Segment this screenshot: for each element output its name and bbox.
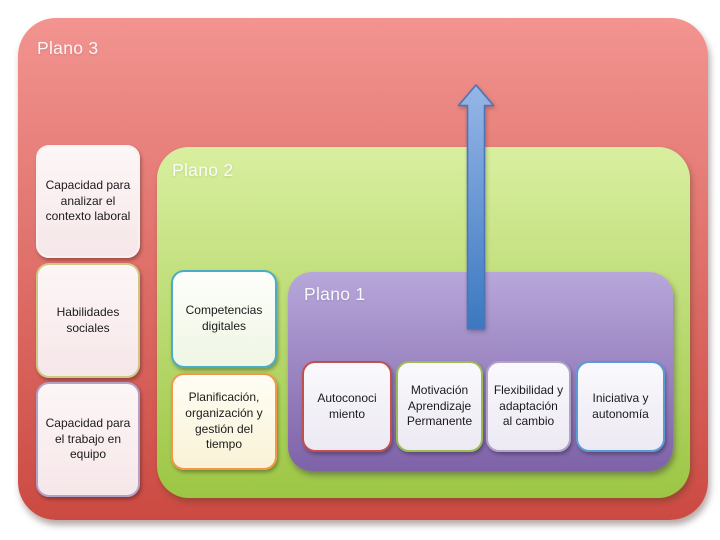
card-motivacion-aprendizaje-permanente: Motivación Aprendizaje Permanente [396, 361, 483, 452]
card-label: Competencias digitales [185, 303, 263, 333]
card-capacidad-analizar-contexto: Capacidad para analizar el contexto labo… [36, 145, 140, 258]
plane-label-plano1: Plano 1 [304, 284, 366, 304]
card-label: Autoconoci miento [317, 390, 377, 421]
card-capacidad-trabajo-equipo: Capacidad para el trabajo en equipo [36, 382, 140, 497]
card-label: Flexibilidad y adaptación al cambio [493, 382, 564, 429]
card-label: Habilidades sociales [56, 304, 120, 335]
up-arrow-shape [457, 84, 495, 330]
card-label: Motivación Aprendizaje Permanente [406, 382, 473, 429]
card-label: Planificación, organización y gestión de… [185, 389, 263, 452]
card-habilidades-sociales: Habilidades sociales [36, 263, 140, 378]
plane-label-plano3: Plano 3 [37, 38, 99, 58]
card-label: Capacidad para el trabajo en equipo [45, 415, 131, 462]
card-label: Capacidad para analizar el contexto labo… [45, 177, 131, 224]
card-iniciativa-autonomia: Iniciativa y autonomía [576, 361, 665, 452]
card-competencias-digitales: Competencias digitales [171, 270, 277, 368]
plane-label-plano2: Plano 2 [172, 160, 234, 180]
card-planificacion-organizacion-gestion-tiempo: Planificación, organización y gestión de… [171, 373, 277, 470]
card-flexibilidad-adaptacion-cambio: Flexibilidad y adaptación al cambio [486, 361, 571, 452]
card-autoconocimiento: Autoconoci miento [302, 361, 392, 452]
up-arrow-icon [457, 84, 495, 330]
card-label: Iniciativa y autonomía [592, 390, 649, 421]
